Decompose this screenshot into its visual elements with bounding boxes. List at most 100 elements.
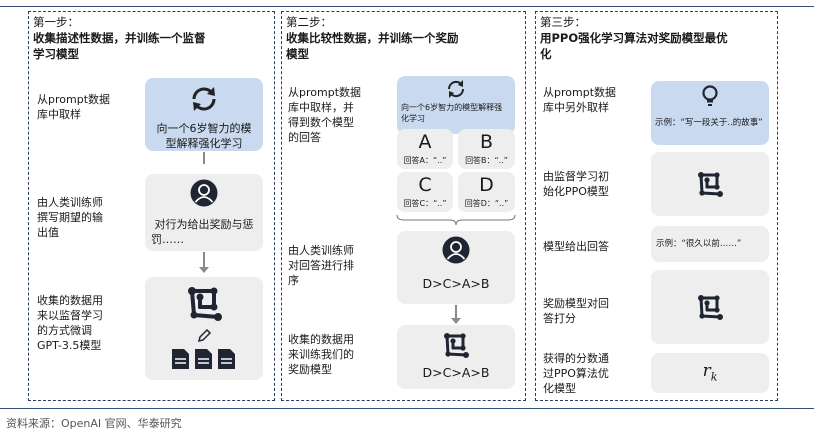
step3-label-optimize: 获得的分数通 过PPO算法优 化模型	[543, 351, 609, 396]
step3-header: 第三步： 用PPO强化学习算法对奖励模型最优 化	[540, 14, 728, 62]
step2-label-sample-l2: 库中取样，并	[288, 101, 354, 114]
option-a-letter: A	[418, 131, 432, 153]
step3-label-init-l2: 始化PPO模型	[543, 185, 609, 198]
step2-label-labeler-l3: 序	[288, 274, 299, 287]
step3-label-score-l2: 答打分	[543, 312, 576, 325]
step1-demo-card: 对行为给出奖励与惩 罚……	[145, 174, 263, 251]
option-d-answer: 回答D：“..”	[464, 199, 509, 208]
reward-symbol-r: r	[702, 361, 711, 381]
step1-header: 第一步： 收集描述性数据，并训练一个监督 学习模型	[33, 14, 206, 62]
step2-ranking-card: D>C>A>B	[397, 231, 515, 304]
option-c-letter: C	[418, 174, 432, 196]
step2-label-sample-l3: 得到数个模型	[288, 116, 354, 129]
step1-label-finetune: 收集的数据用 来以监督学习 的方式微调 GPT-3.5模型	[37, 293, 103, 353]
documents-icon	[172, 349, 235, 369]
step2-prompt-text-l2: 化学习	[401, 114, 425, 123]
step1-label-labeler-l2: 撰写期望的输	[37, 211, 103, 224]
step2-ranking-text: D>C>A>B	[422, 276, 490, 291]
step1-label-finetune-l3: 的方式微调	[37, 324, 92, 337]
step3-title-line1: 用PPO强化学习算法对奖励模型最优	[540, 31, 728, 45]
step1-label-finetune-l1: 收集的数据用	[37, 294, 103, 307]
step2-header: 第二步： 收集比较性数据，并训练一个奖励 模型	[286, 14, 459, 62]
step1-label-labeler: 由人类训练师 撰写期望的输 出值	[37, 195, 103, 240]
lightbulb-icon	[702, 85, 718, 106]
step1-title-line2: 学习模型	[33, 47, 79, 61]
step2-reward-model-card: D>C>A>B	[397, 325, 515, 389]
ppo-model-icon	[698, 172, 723, 197]
step2-arrowhead	[451, 318, 461, 324]
step3-label-score-l1: 奖励模型对回	[543, 297, 609, 310]
step1-label-sample-l2: 库中取样	[37, 108, 81, 121]
user-avatar-icon	[190, 179, 218, 207]
step1-arrowhead-2	[199, 267, 209, 273]
step3-reward-card: rk	[651, 353, 769, 393]
step1-prompt-card: 向一个6岁智力的模 型解释强化学习	[145, 78, 263, 151]
step2-label-train-l3: 奖励模型	[288, 363, 332, 376]
step2-ranking2-text: D>C>A>B	[422, 365, 490, 380]
option-c-card: C 回答C：“..”	[397, 172, 453, 212]
step3-ppo-model-card	[651, 152, 769, 216]
option-b-letter: B	[479, 131, 494, 153]
step2-label-sample-l1: 从prompt数据	[288, 86, 362, 99]
step3-label-sample: 从prompt数据 库中另外取样	[543, 85, 616, 115]
step2-arrow	[455, 305, 457, 319]
refresh-icon	[192, 87, 216, 111]
step3-label-init: 由监督学习初 始化PPO模型	[543, 169, 609, 199]
step2-label-train: 收集的数据用 来训练我们的 奖励模型	[288, 332, 354, 377]
step3-label-sample-l2: 库中另外取样	[543, 101, 609, 114]
step1-label-labeler-l1: 由人类训练师	[37, 196, 103, 209]
step1-model-card	[145, 277, 263, 380]
step1-panel: 第一步： 收集描述性数据，并训练一个监督 学习模型 从prompt数据 库中取样…	[28, 11, 275, 401]
step2-title-line2: 模型	[286, 47, 309, 61]
step2-label-sample: 从prompt数据 库中取样，并 得到数个模型 的回答	[288, 85, 361, 145]
step1-label-finetune-l2: 来以监督学习	[37, 309, 103, 322]
step1-demo-text-l2: 罚……	[151, 233, 184, 246]
option-c-answer: 回答C：“..”	[403, 199, 447, 208]
step3-example2-text: 示例：“很久以前……”	[656, 239, 742, 249]
step1-title-line1: 收集描述性数据，并训练一个监督	[33, 31, 206, 45]
pencil-icon	[197, 328, 212, 343]
step3-title-line2: 化	[540, 47, 552, 61]
step1-label-labeler-l3: 出值	[37, 226, 59, 239]
option-d-card: D 回答D：“..”	[458, 172, 515, 212]
step3-reward-model-card	[651, 270, 769, 344]
step2-title-line1: 收集比较性数据，并训练一个奖励	[286, 31, 459, 45]
step1-demo-text: 对行为给出奖励与惩 罚……	[147, 217, 261, 247]
refresh-icon	[447, 80, 465, 98]
step2-label-sample-l4: 的回答	[288, 131, 321, 144]
reward-model-icon	[698, 295, 723, 320]
step3-label-optimize-l2: 过PPO算法优	[543, 367, 609, 380]
step1-demo-text-l1: 对行为给出奖励与惩	[154, 218, 254, 231]
step3-panel: 第三步： 用PPO强化学习算法对奖励模型最优 化 从prompt数据 库中另外取…	[535, 11, 778, 401]
step2-prompt-text: 向一个6岁智力的模型解释强 化学习	[401, 102, 502, 124]
option-a-card: A 回答A：“..”	[397, 129, 453, 169]
step3-label-score: 奖励模型对回 答打分	[543, 296, 609, 326]
step1-label-finetune-l4: GPT-3.5模型	[37, 339, 102, 352]
step2-panel: 第二步： 收集比较性数据，并训练一个奖励 模型 从prompt数据 库中取样，并…	[281, 11, 526, 401]
model-network-icon	[188, 287, 222, 321]
reward-symbol: rk	[651, 361, 769, 383]
step3-example1-text: 示例：“写一段关于..的故事”	[655, 118, 763, 128]
step1-label-sample-l1: 从prompt数据	[37, 93, 111, 106]
user-avatar-icon	[442, 236, 470, 264]
step3-output-card: 示例：“很久以前……”	[651, 226, 769, 262]
step3-prompt-card: 示例：“写一段关于..的故事”	[651, 81, 769, 145]
option-d-letter: D	[479, 174, 494, 196]
step2-step-label: 第二步：	[286, 15, 332, 29]
step3-step-label: 第三步：	[540, 15, 586, 29]
step2-label-labeler-l1: 由人类训练师	[288, 244, 354, 257]
step1-step-label: 第一步：	[33, 15, 79, 29]
step3-label-sample-l1: 从prompt数据	[543, 86, 617, 99]
step1-label-sample: 从prompt数据 库中取样	[37, 92, 110, 122]
options-brace	[396, 214, 516, 226]
step2-label-train-l1: 收集的数据用	[288, 333, 354, 346]
step1-prompt-text-l2: 型解释强化学习	[165, 137, 243, 150]
step2-label-labeler: 由人类训练师 对回答进行排 序	[288, 243, 354, 288]
step3-label-optimize-l3: 化模型	[543, 382, 576, 395]
step1-prompt-text: 向一个6岁智力的模 型解释强化学习	[147, 121, 261, 151]
reward-model-icon	[444, 333, 469, 358]
step1-arrow-2	[203, 252, 205, 268]
step1-arrow-1	[203, 152, 205, 164]
top-rule	[0, 6, 814, 7]
step2-label-train-l2: 来训练我们的	[288, 348, 354, 361]
